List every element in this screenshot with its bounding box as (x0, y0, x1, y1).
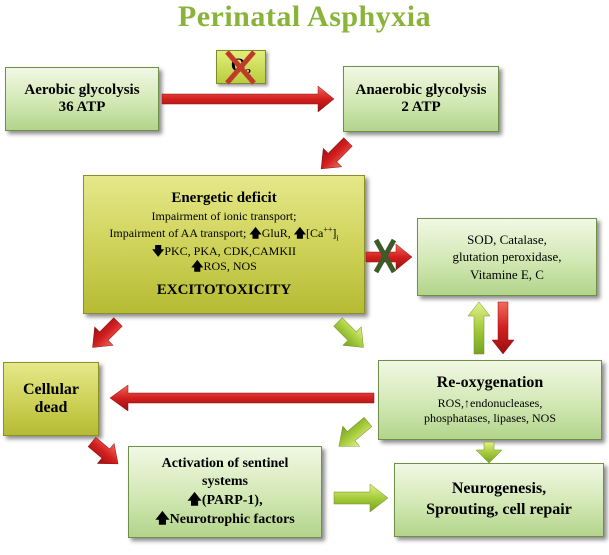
anaerobic-line2: 2 ATP (401, 99, 441, 115)
excitotoxicity-label: EXCITOTOXICITY (156, 281, 292, 298)
energetic-title: Energetic deficit (171, 189, 277, 206)
neurogenesis-box: Neurogenesis, Sprouting, cell repair (394, 463, 604, 537)
aerobic-box: Aerobic glycolysis 36 ATP (5, 67, 159, 131)
up-arrow-icon: 🡅 (191, 259, 204, 274)
arrow-reoxygenation-to-antioxidants (467, 301, 491, 355)
arrow-deficit-to-reoxygenation (333, 317, 364, 348)
energetic-line1: Impairment of ionic transport; (151, 209, 297, 224)
reoxygenation-box: Re-oxygenation ROS,↑endonucleases, phosp… (378, 360, 602, 440)
anaerobic-box: Anaerobic glycolysis 2 ATP (343, 66, 499, 132)
reoxygenation-line1: ROS,↑endonucleases, (437, 395, 543, 410)
sentinel-box: Activation of sentinel systems 🡅(PARP-1)… (128, 446, 322, 538)
energetic-line4: 🡅ROS, NOS (191, 259, 257, 274)
cellular-dead-box: Cellular dead (3, 362, 99, 436)
reoxygenation-line2: phosphatases, lipases, NOS (424, 411, 556, 426)
cellular-line2: dead (34, 399, 68, 416)
sentinel-line1: Activation of sentinel (161, 455, 289, 471)
reoxygenation-title: Re-oxygenation (436, 374, 544, 391)
arrow-anaerobic-to-deficit (320, 137, 353, 170)
antioxidants-line1: SOD, Catalase, (467, 231, 547, 247)
arrow-sentinel-to-neurogenesis (333, 483, 389, 513)
up-arrow-icon: 🡅 (249, 225, 262, 240)
arrow-deficit-to-cellular (92, 317, 123, 348)
neurogenesis-line2: Sprouting, cell repair (426, 501, 572, 518)
diagram-title: Perinatal Asphyxia (177, 0, 432, 33)
antioxidants-line3: Vitamine E, C (470, 266, 544, 282)
up-arrow-icon: 🡅 (155, 511, 170, 528)
sentinel-line3: 🡅(PARP-1), (187, 492, 263, 508)
arrow-reoxygenation-to-neurogenesis (475, 441, 503, 464)
sentinel-line4: 🡅Neurotrophic factors (155, 511, 295, 528)
aerobic-line1: Aerobic glycolysis (24, 82, 140, 98)
antioxidants-box: SOD, Catalase, glutation peroxidase, Vit… (417, 218, 597, 296)
arrow-reoxygenation-to-sentinel (338, 417, 373, 447)
up-arrow-icon: 🡅 (187, 492, 202, 508)
arrow-antioxidants-to-reoxygenation (491, 301, 515, 355)
down-arrow-icon: 🡇 (151, 243, 165, 258)
aerobic-line2: 36 ATP (58, 99, 106, 115)
cross-icon (373, 238, 397, 274)
up-arrow-icon: 🡅 (293, 225, 307, 240)
arrow-reoxygenation-to-cellular (109, 384, 375, 412)
neurogenesis-line1: Neurogenesis, (451, 480, 547, 498)
arrow-aerobic-to-anaerobic (161, 85, 335, 113)
sentinel-line2: systems (202, 473, 248, 489)
anaerobic-line1: Anaerobic glycolysis (355, 82, 487, 98)
energetic-line2: Impairment of AA transport; 🡅GluR, 🡅[Ca+… (109, 224, 339, 243)
arrow-cellular-to-sentinel (87, 437, 119, 465)
oxygen-cross-icon (225, 50, 256, 85)
energetic-line3: 🡇PKC, PKA, CDK,CAMKII (151, 243, 297, 258)
cellular-line1: Cellular (23, 381, 79, 398)
energetic-deficit-box: Energetic deficit Impairment of ionic tr… (83, 175, 365, 314)
arrow-deficit-to-antioxidants (365, 243, 413, 271)
antioxidants-line2: glutation peroxidase, (452, 249, 562, 265)
